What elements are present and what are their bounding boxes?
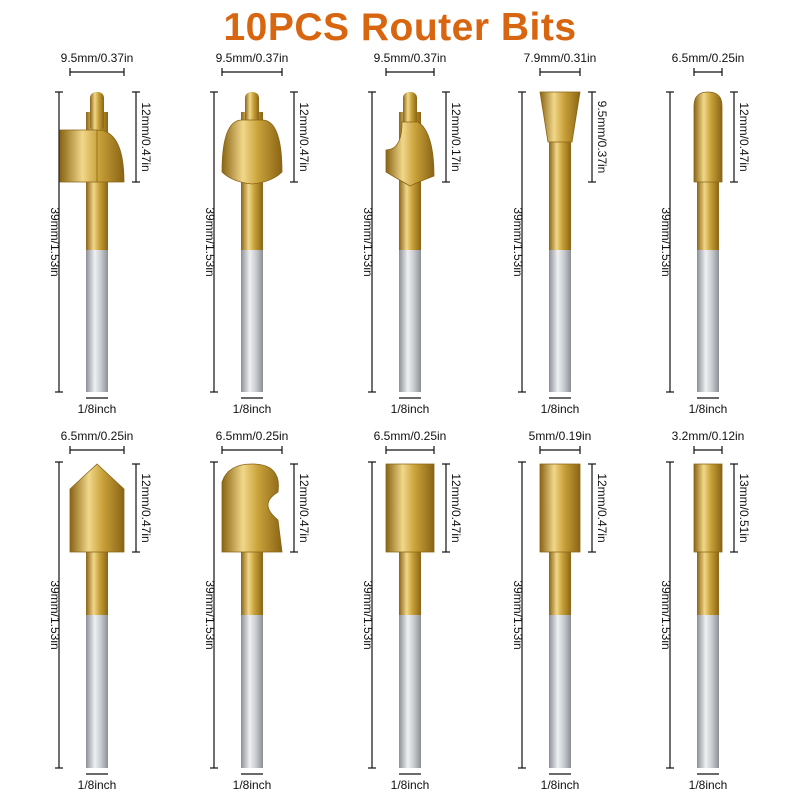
top-label: 5mm/0.19in [529,429,592,443]
cutting-head [539,463,581,553]
steel-shank [399,250,421,392]
head-label: 12mm/0.47in [449,473,463,542]
cutting-head [59,129,125,183]
length-label: 39mm/1.53in [511,207,525,276]
top-label: 7.9mm/0.31in [524,51,597,65]
shank-label: 1/8inch [689,402,728,416]
length-label: 39mm/1.53in [203,207,217,276]
page-title: 10PCS Router Bits [223,6,577,49]
bit-3 [385,92,435,392]
bit-9 [539,463,581,768]
head-label: 13mm/0.51in [737,473,751,542]
shank-label: 1/8inch [689,778,728,792]
length-label: 39mm/1.53in [659,580,673,649]
top-label: 9.5mm/0.37in [374,51,447,65]
shank-label: 1/8inch [233,402,272,416]
head-label: 12mm/0.47in [297,102,311,171]
cutting-head [385,121,435,187]
steel-shank [549,615,571,768]
top-label: 9.5mm/0.37in [216,51,289,65]
shank-label: 1/8inch [391,402,430,416]
top-label: 6.5mm/0.25in [216,429,289,443]
bit-4 [539,91,581,392]
bit-5 [693,91,723,392]
steel-shank [549,250,571,392]
steel-shank [86,615,108,768]
cutting-head [221,463,283,553]
gold-shank [549,112,571,250]
head-label: 12mm/0.17in [449,102,463,171]
top-label: 9.5mm/0.37in [61,51,134,65]
steel-shank [399,615,421,768]
steel-shank [241,615,263,768]
length-label: 39mm/1.53in [203,580,217,649]
top-label: 6.5mm/0.25in [672,51,745,65]
cutting-head [221,119,283,185]
head-label: 12mm/0.47in [595,473,609,542]
shank-label: 1/8inch [78,402,117,416]
steel-shank [697,250,719,392]
bit-1 [59,92,125,392]
bit-10 [693,463,723,768]
bit-7 [221,463,283,768]
steel-shank [86,250,108,392]
length-label: 39mm/1.53in [361,207,375,276]
pilot-tip [90,92,104,132]
shank-label: 1/8inch [391,778,430,792]
cutting-head [693,463,723,553]
top-label: 6.5mm/0.25in [374,429,447,443]
cutting-head [69,463,125,553]
cutting-head [385,463,435,553]
bit-8 [385,463,435,768]
steel-shank [241,250,263,392]
head-label: 12mm/0.47in [139,473,153,542]
length-label: 39mm/1.53in [48,580,62,649]
bit-6 [69,463,125,768]
steel-shank [697,615,719,768]
length-label: 39mm/1.53in [48,207,62,276]
head-label: 12mm/0.47in [737,102,751,171]
cutting-head [539,91,581,143]
shank-label: 1/8inch [541,402,580,416]
bit-2 [221,92,283,392]
top-label: 3.2mm/0.12in [672,429,745,443]
top-label: 6.5mm/0.25in [61,429,134,443]
cutting-head [693,91,723,183]
length-label: 39mm/1.53in [511,580,525,649]
shank-label: 1/8inch [541,778,580,792]
head-label: 12mm/0.47in [139,102,153,171]
length-label: 39mm/1.53in [361,580,375,649]
length-label: 39mm/1.53in [659,207,673,276]
shank-label: 1/8inch [233,778,272,792]
head-label: 9.5mm/0.37in [595,101,609,174]
shank-label: 1/8inch [78,778,117,792]
head-label: 12mm/0.47in [297,473,311,542]
